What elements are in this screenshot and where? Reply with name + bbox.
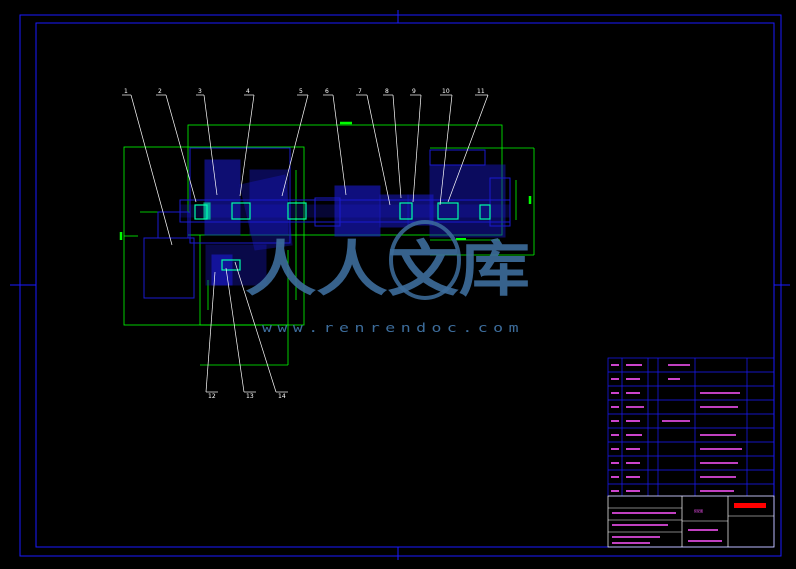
callout-7: 7 bbox=[358, 88, 362, 95]
parts-list-table bbox=[607, 357, 775, 497]
watermark-logo-ring bbox=[389, 220, 461, 300]
title-block-red-bar bbox=[734, 503, 766, 508]
watermark: 人人文库 www.renrendoc.com bbox=[245, 220, 530, 335]
callout-4: 4 bbox=[246, 88, 250, 95]
drawing-frame bbox=[10, 10, 790, 560]
callout-10: 10 bbox=[442, 88, 450, 95]
title-block-mark: 装配图 bbox=[694, 508, 703, 513]
callout-1: 1 bbox=[124, 88, 128, 95]
watermark-url: www.renrendoc.com bbox=[262, 321, 524, 335]
shaft-highlights bbox=[194, 202, 491, 271]
title-block: 装配图 bbox=[607, 495, 775, 548]
callout-8: 8 bbox=[385, 88, 389, 95]
callout-14: 14 bbox=[278, 393, 286, 400]
gear-housing bbox=[189, 147, 291, 244]
callout-11: 11 bbox=[477, 88, 485, 95]
coupling bbox=[334, 185, 381, 237]
callout-5: 5 bbox=[299, 88, 303, 95]
callout-9: 9 bbox=[412, 88, 416, 95]
callout-6: 6 bbox=[325, 88, 329, 95]
callout-3: 3 bbox=[198, 88, 202, 95]
callout-labels: 1 2 3 4 5 6 7 8 9 10 11 12 13 14 bbox=[124, 88, 485, 400]
callout-13: 13 bbox=[246, 393, 254, 400]
watermark-logo-text: 人人文库 bbox=[245, 235, 530, 305]
leader-lines bbox=[122, 94, 489, 393]
parts-list-entries bbox=[611, 364, 742, 492]
callout-2: 2 bbox=[158, 88, 162, 95]
callout-12: 12 bbox=[208, 393, 216, 400]
motor-housing bbox=[143, 237, 195, 299]
